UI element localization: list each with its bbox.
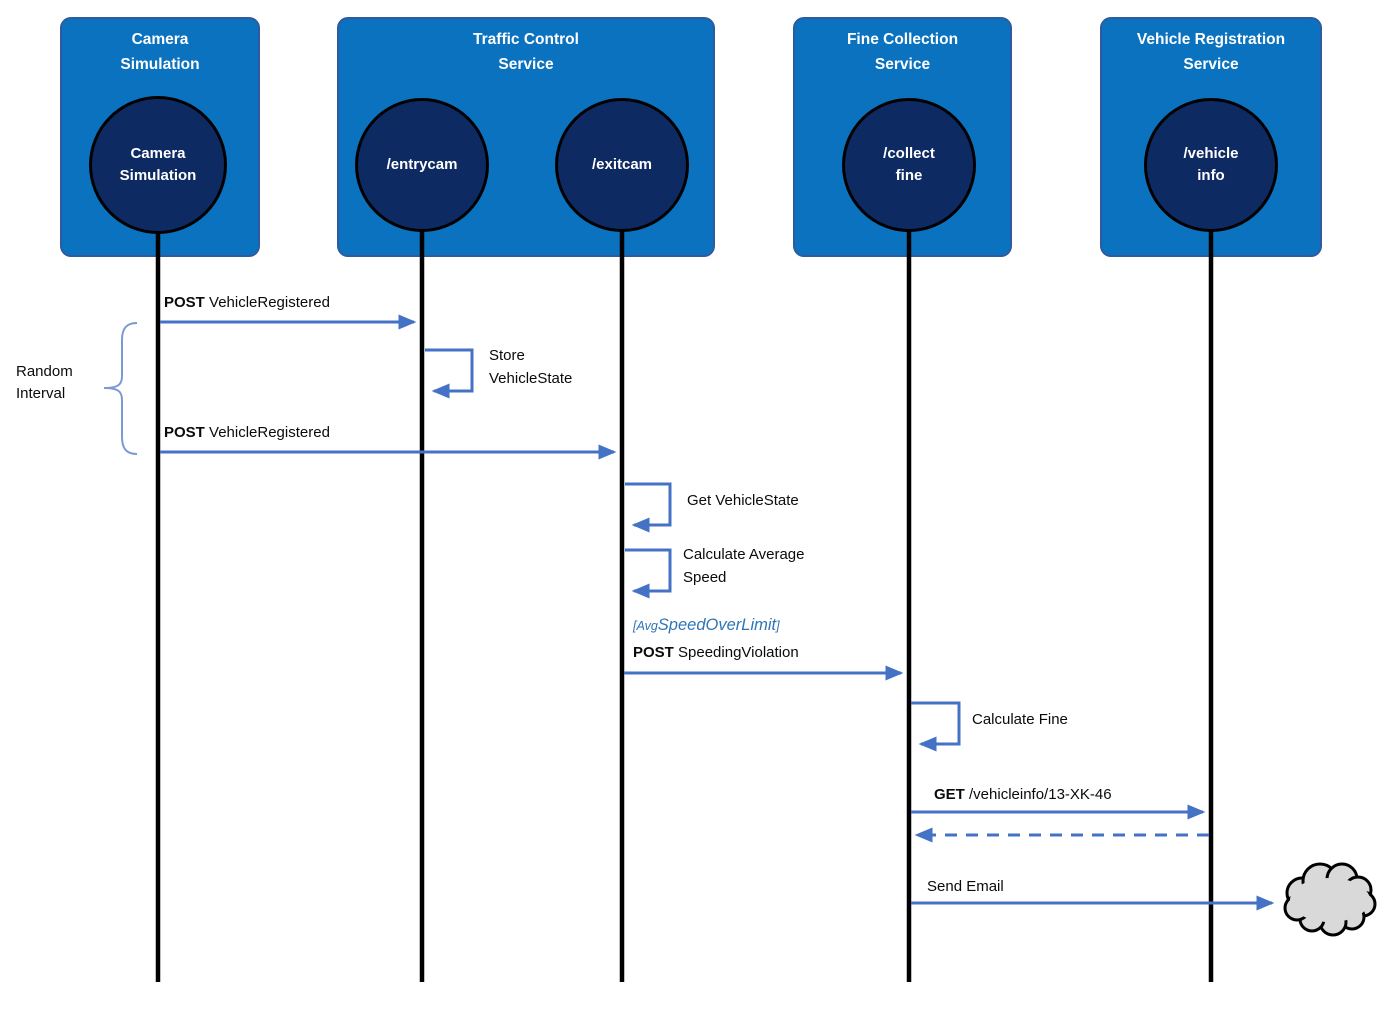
message-label-calculate-average-speed: Calculate Average Speed: [683, 544, 848, 589]
selfcall-store-vehicle-state: [425, 348, 474, 399]
endpoint-entrycam: /entrycam: [355, 98, 489, 232]
message-text: VehicleRegistered: [209, 424, 330, 441]
guard-condition-avg-speed-over-limit: [AvgSpeedOverLimit]: [633, 616, 780, 635]
message-label-post-speeding-violation: POST SpeedingViolation: [633, 644, 799, 661]
message-text: Send Email: [927, 878, 1004, 895]
participant-title: Fine Collection Service: [846, 31, 959, 73]
endpoint-label: /collect fine: [883, 144, 935, 185]
annotation-text: Random Interval: [16, 363, 73, 402]
http-method: POST: [633, 644, 674, 661]
endpoint-collectfine: /collect fine: [842, 98, 976, 232]
http-method: POST: [164, 424, 205, 441]
message-arrows: [160, 314, 1275, 911]
selfcall-get-vehicle-state: [625, 482, 672, 533]
selfcall-calculate-average-speed: [625, 548, 672, 599]
guard-prefix: [Avg: [633, 619, 658, 633]
cloud-icon: [1283, 862, 1377, 937]
message-label-post-vehicle-registered-2: POST VehicleRegistered: [164, 424, 330, 441]
message-text: /vehicleinfo/13-XK-46: [969, 786, 1112, 803]
participant-title: Vehicle Registration Service: [1136, 31, 1286, 73]
message-label-calculate-fine: Calculate Fine: [972, 711, 1068, 728]
endpoint-label: Camera Simulation: [119, 144, 197, 185]
message-label-get-vehicle-info: GET /vehicleinfo/13-XK-46: [934, 786, 1112, 803]
message-text: Calculate Average Speed: [683, 546, 805, 586]
participant-title: Camera Simulation: [120, 31, 200, 73]
guard-main: SpeedOverLimit: [657, 616, 777, 634]
random-interval-label: Random Interval: [16, 361, 100, 405]
message-text: Get VehicleState: [687, 492, 799, 509]
guard-suffix: ]: [776, 619, 780, 633]
participant-title: Traffic Control Service: [473, 31, 579, 73]
message-label-post-vehicle-registered-1: POST VehicleRegistered: [164, 294, 330, 311]
message-label-store-vehicle-state: Store VehicleState: [489, 345, 607, 390]
message-text: Store VehicleState: [489, 347, 573, 387]
endpoint-camera-simulation: Camera Simulation: [89, 96, 227, 234]
message-text: VehicleRegistered: [209, 294, 330, 311]
endpoint-vehicleinfo: /vehicle info: [1144, 98, 1278, 232]
message-text: Calculate Fine: [972, 711, 1068, 728]
endpoint-label: /exitcam: [591, 155, 653, 173]
message-text: SpeedingViolation: [678, 644, 799, 661]
message-label-send-email: Send Email: [927, 878, 1004, 895]
endpoint-label: /vehicle info: [1183, 144, 1239, 185]
endpoint-label: /entrycam: [386, 155, 458, 173]
http-method: POST: [164, 294, 205, 311]
lifelines: [155, 226, 1214, 982]
http-method: GET: [934, 786, 965, 803]
endpoint-exitcam: /exitcam: [555, 98, 689, 232]
message-label-get-vehicle-state: Get VehicleState: [687, 492, 799, 509]
selfcall-calculate-fine: [911, 701, 961, 752]
random-interval-brace: [103, 322, 138, 455]
